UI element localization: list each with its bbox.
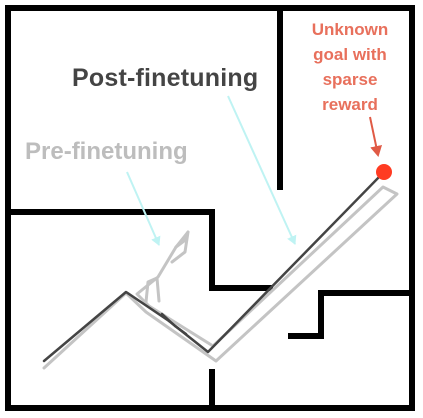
pre-trajectory-wiggle xyxy=(170,230,190,264)
goal-marker xyxy=(376,164,392,180)
post-finetuning-label: Post-finetuning xyxy=(72,64,259,92)
pre-trajectory-branch xyxy=(144,276,161,304)
goal-arrow xyxy=(369,116,383,157)
goal-label-line-4: reward xyxy=(322,95,378,114)
maze-walls xyxy=(5,5,415,411)
goal-label-line-3: sparse xyxy=(322,70,378,89)
post-finetuning-arrow xyxy=(227,95,297,245)
pre-trajectory-main-path xyxy=(42,185,399,370)
post-trajectory-jitter xyxy=(160,312,188,336)
pre-finetuning-arrow xyxy=(126,171,161,246)
goal-label-line-1: Unknown xyxy=(311,20,389,39)
goal-label: Unknown goal with sparse reward xyxy=(297,17,403,117)
goal-label-line-2: goal with xyxy=(313,45,387,64)
post-finetuning-trajectory xyxy=(42,171,385,363)
pre-finetuning-label: Pre-finetuning xyxy=(25,138,188,165)
pre-finetuning-trajectory xyxy=(42,185,399,370)
